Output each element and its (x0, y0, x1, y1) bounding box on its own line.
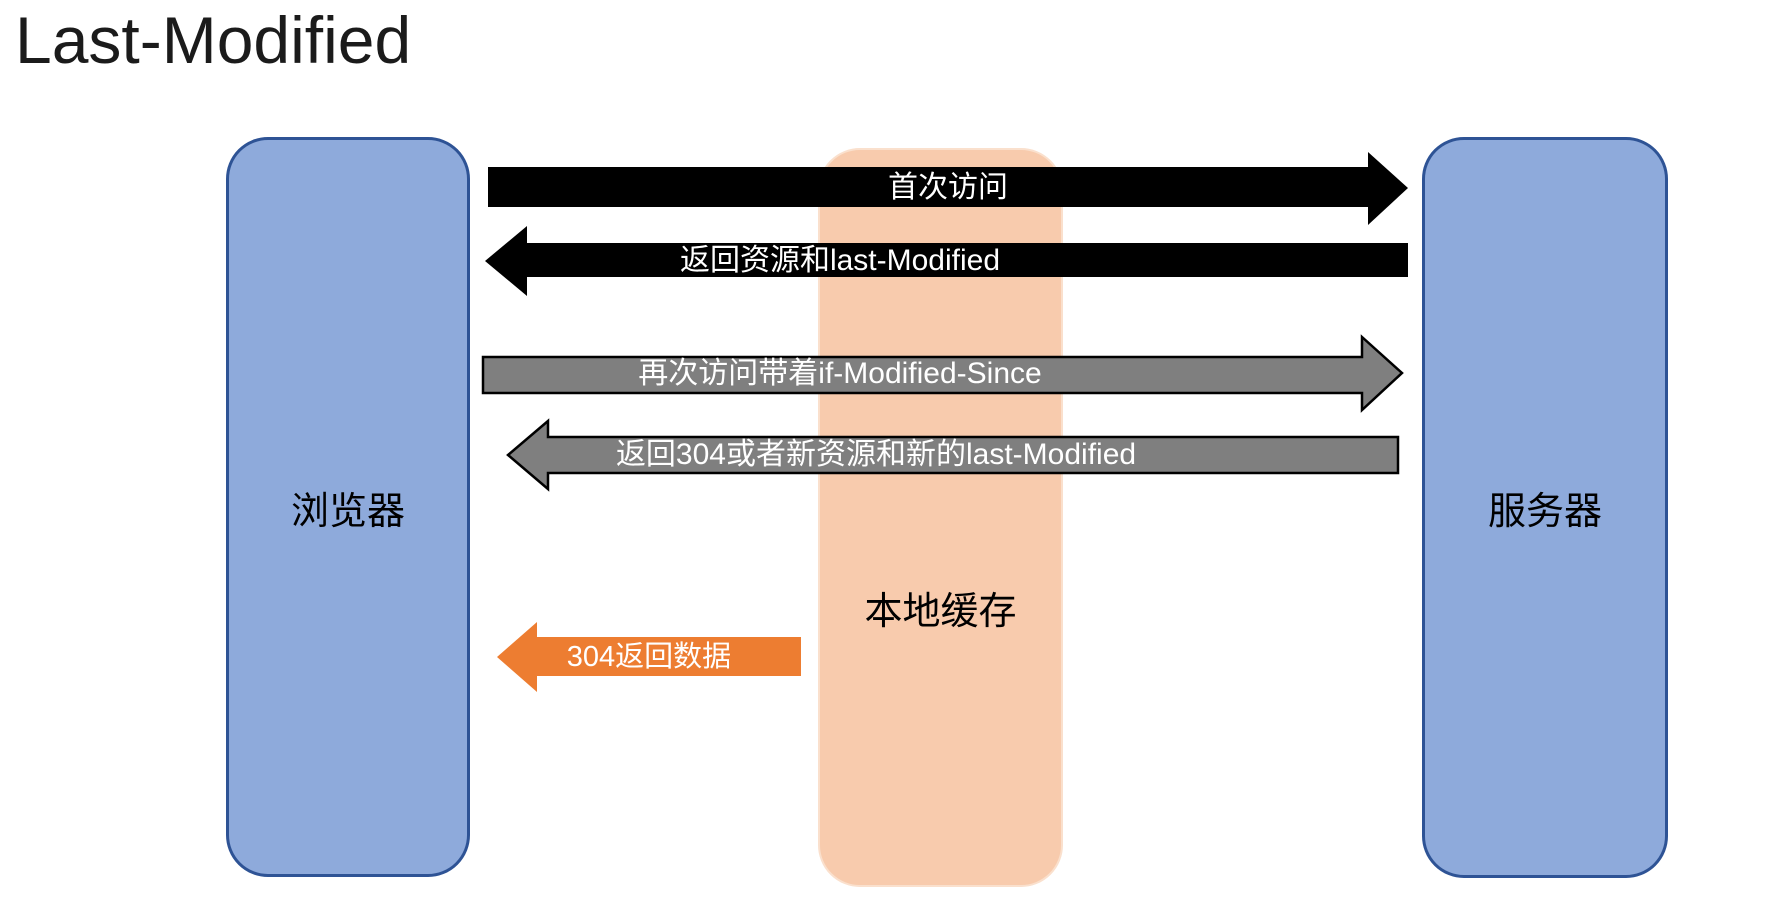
return-304-arrow-label: 返回304或者新资源和新的last-Modified (615, 438, 1137, 471)
browser-label: 浏览器 (290, 490, 405, 533)
page-title: Last-Modified (15, 3, 412, 77)
browser-box: 浏览器 (226, 137, 470, 877)
local-cache-label: 本地缓存 (864, 591, 1017, 633)
local-304-data-arrow-label: 304返回数据 (566, 641, 732, 673)
server-label: 服务器 (1487, 491, 1602, 533)
revisit-arrow-label: 再次访问带着if-Modified-Since (638, 357, 1042, 390)
server-box: 服务器 (1422, 137, 1668, 878)
return-resource-arrow-label: 返回资源和last-Modified (679, 244, 1001, 277)
first-visit-arrow-label: 首次访问 (888, 171, 1008, 204)
